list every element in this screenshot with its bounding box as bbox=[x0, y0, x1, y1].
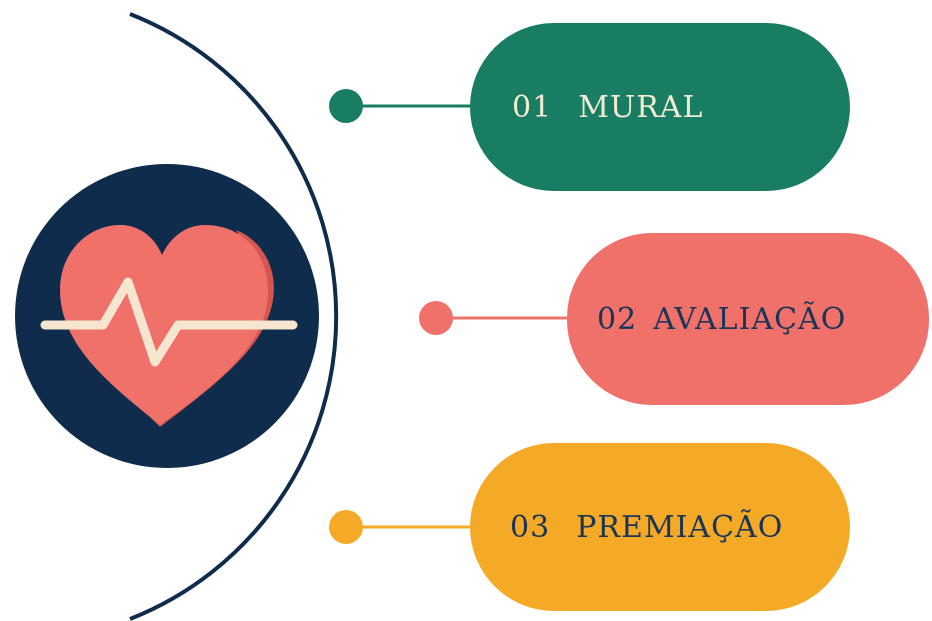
item-avaliacao[interactable]: 02 AVALIAÇÃO bbox=[567, 233, 929, 405]
item-number: 03 bbox=[510, 509, 551, 545]
item-label: PREMIAÇÃO bbox=[576, 509, 784, 545]
item-label: MURAL bbox=[578, 89, 704, 125]
main-arc bbox=[129, 12, 339, 621]
item-premiacao[interactable]: 03 PREMIAÇÃO bbox=[470, 443, 850, 611]
node-1 bbox=[329, 89, 363, 123]
heart-pulse-icon bbox=[40, 225, 298, 427]
item-label: AVALIAÇÃO bbox=[653, 301, 847, 337]
pulse-line bbox=[40, 277, 298, 367]
item-number: 01 bbox=[512, 89, 553, 125]
node-3 bbox=[329, 510, 363, 544]
item-mural[interactable]: 01 MURAL bbox=[470, 23, 850, 191]
item-number: 02 bbox=[597, 301, 638, 337]
heart-shape bbox=[60, 225, 268, 425]
node-2 bbox=[419, 301, 453, 335]
